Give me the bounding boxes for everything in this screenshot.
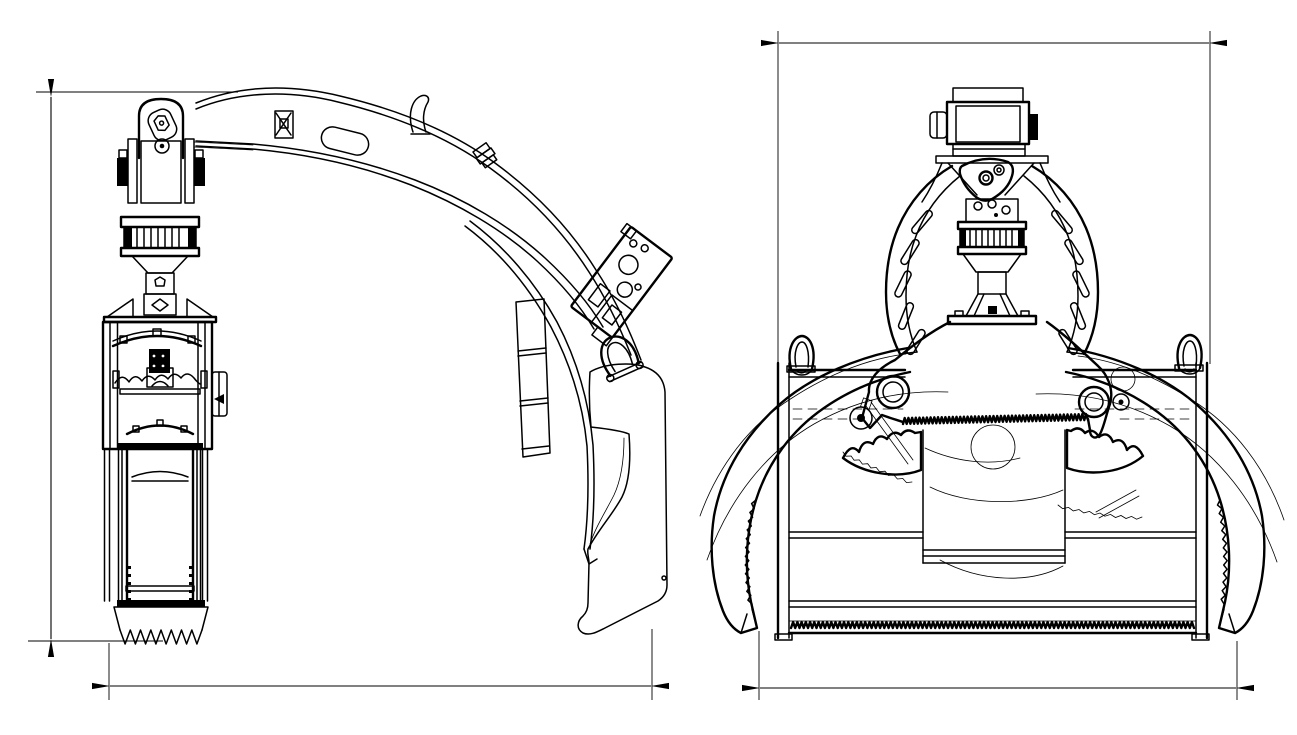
lifting-shackle-left [786,334,816,376]
plate-slots [894,209,1090,356]
left-jaw-scallops [841,429,923,476]
length-dimension [92,629,669,700]
claw-serration [1216,499,1228,605]
tine-edge-view [515,298,551,458]
center-box [922,429,1066,564]
phantom-motion-lines [699,353,1285,579]
grapple-jaw-side [103,447,209,645]
hourglass-cutout [274,110,294,139]
claw-span-dimension [742,631,1254,700]
lifting-shackle-right [1174,333,1204,375]
grapple-body-side [101,320,228,451]
height-dimension [28,79,238,657]
phantom-serration [1057,504,1143,520]
oblong-slot [320,126,370,156]
serrated-bottom-rail [789,620,1196,630]
bolt-dots [128,566,192,601]
boom-arm [195,87,642,361]
claw-serration [744,499,757,605]
sawtooth-rail [901,412,1090,426]
rotator-front [946,198,1038,326]
left-claw [710,346,912,635]
side-plates [884,164,1100,356]
log-cross-section [970,424,1016,470]
fixed-blade-side [577,363,668,635]
head-plate [841,320,1145,476]
valve-block [570,222,673,347]
phantom-serration [842,451,913,484]
hose-clamp [472,142,498,169]
front-view [699,31,1285,700]
rotator-side [102,215,218,324]
side-view [28,79,673,700]
frame-width-dimension [761,31,1227,364]
serrated-teeth [119,629,203,645]
right-jaw-scallops [1065,427,1145,474]
lifting-shackle-side [600,335,645,383]
hook-lug [409,94,431,135]
suspension-yoke [921,157,1061,203]
right-claw [1064,346,1266,635]
mounting-block [929,87,1049,164]
tine-curve [464,220,598,565]
pendulum-clevis [117,97,254,204]
